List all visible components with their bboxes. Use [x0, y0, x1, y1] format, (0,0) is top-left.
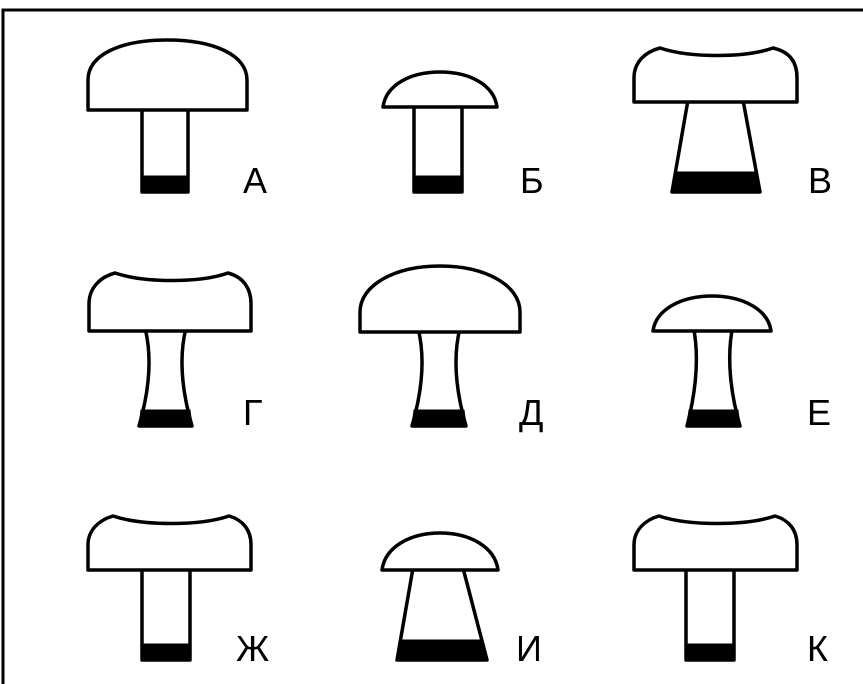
mushroom-g-label: Г [243, 392, 263, 433]
mushroom-a-label: А [243, 160, 267, 201]
mushroom-i-stem-base [397, 640, 487, 660]
mushroom-v-cap [634, 48, 797, 102]
mushroom-g: Г [89, 273, 263, 433]
mushroom-d-label: Д [519, 392, 543, 433]
mushroom-i-cap [382, 533, 498, 570]
mushroom-v-stem-base [672, 172, 760, 192]
mushroom-d-cap [360, 266, 520, 332]
mushroom-a-stem-base [142, 176, 188, 192]
mushroom-zh: Ж [88, 516, 269, 669]
mushroom-e-stem-base [687, 410, 740, 426]
mushroom-i-label: И [516, 628, 542, 669]
mushroom-v: В [634, 48, 832, 201]
mushroom-v-label: В [808, 160, 832, 201]
mushroom-g-stem-base [139, 410, 192, 426]
mushroom-k: К [634, 516, 828, 669]
mushroom-e-cap [653, 296, 771, 331]
mushroom-b-label: Б [520, 160, 544, 201]
mushroom-b: Б [383, 72, 544, 201]
mushroom-zh-stem-base [142, 644, 190, 660]
mushroom-a: А [88, 40, 267, 201]
mushroom-a-cap [88, 40, 247, 110]
mushroom-i: И [382, 533, 542, 669]
mushroom-k-label: К [807, 628, 828, 669]
mushroom-b-cap [383, 72, 497, 107]
mushroom-b-stem-base [414, 176, 462, 192]
mushroom-d-stem-base [412, 410, 466, 426]
mushroom-k-cap [634, 516, 797, 570]
mushroom-e: Е [653, 296, 831, 433]
mushroom-d: Д [360, 266, 543, 433]
mushroom-e-label: Е [807, 392, 831, 433]
mushroom-zh-label: Ж [236, 628, 269, 669]
mushroom-zh-cap [88, 516, 251, 570]
mushroom-k-stem-base [686, 644, 734, 660]
mushroom-g-cap [89, 273, 251, 331]
